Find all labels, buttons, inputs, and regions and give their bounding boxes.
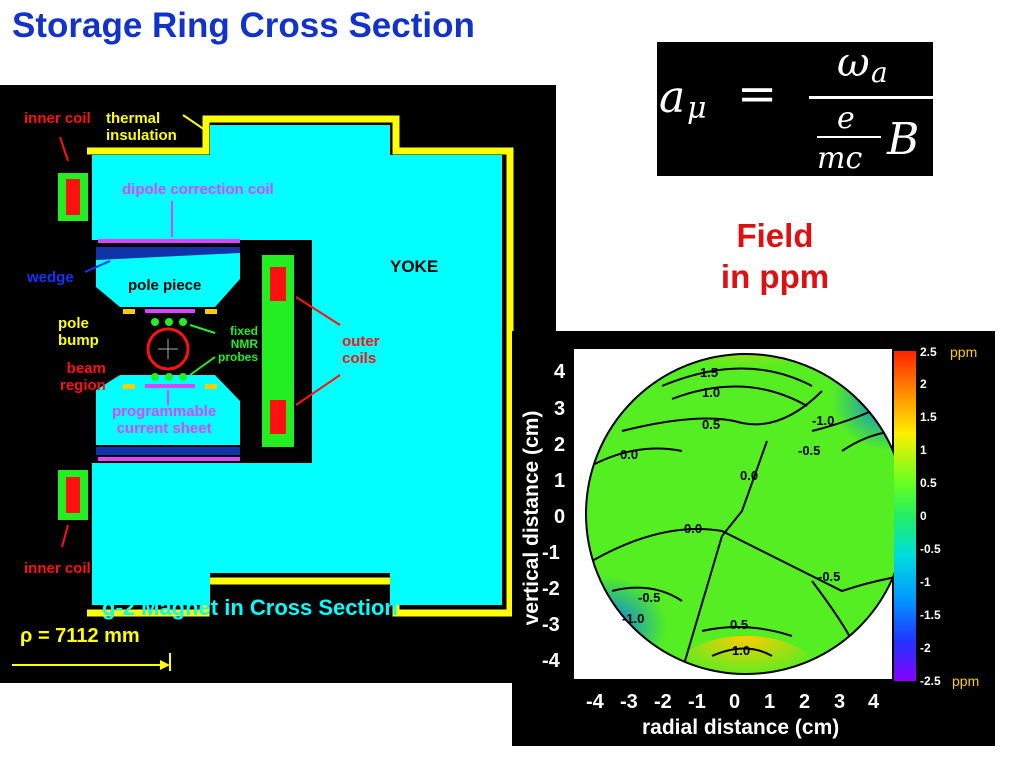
dipole-correction-coil-label: dipole correction coil xyxy=(122,181,274,198)
field-label: Field in ppm xyxy=(690,215,860,297)
x-tick: 2 xyxy=(799,691,811,713)
y-tick: -1 xyxy=(542,542,560,564)
lower-current-sheet xyxy=(145,384,195,388)
formula-den-mc: mc xyxy=(817,141,862,176)
pole-bump-ur xyxy=(205,309,217,314)
contour-label: 1.0 xyxy=(732,643,751,658)
field-map-plot: 1.5 1.0 0.5 -1.0 -0.5 0.0 0.0 0.0 -0.5 -… xyxy=(512,331,995,746)
colorbar-tick: -2 xyxy=(920,641,931,655)
contour-label: 0.0 xyxy=(740,468,759,483)
x-tick: -1 xyxy=(688,691,706,713)
contour-label: 0.0 xyxy=(684,521,703,536)
formula-numerator: ω xyxy=(837,42,870,86)
formula-den-B: B xyxy=(886,114,919,165)
field-circle xyxy=(586,354,906,674)
field-label-line1: Field xyxy=(736,217,814,254)
formula-den-e: e xyxy=(837,101,855,136)
beam-region-label: beam region xyxy=(60,360,106,394)
lower-pole-piece xyxy=(96,375,240,445)
colorbar-unit-bottom: ppm xyxy=(952,673,980,689)
contour-label: 0.5 xyxy=(730,617,749,632)
fixed-nmr-probes-label: fixed NMR probes xyxy=(218,324,259,364)
formula-panel: a μ = ω a e mc B xyxy=(657,42,933,176)
lower-wedge xyxy=(96,447,240,455)
colorbar-tick: 1.5 xyxy=(920,410,937,424)
colorbar-unit-top: ppm xyxy=(950,344,978,360)
pole-bump-label: pole bump xyxy=(58,315,99,349)
y-tick: 0 xyxy=(554,506,566,528)
lower-dipole-correction-coil xyxy=(98,457,240,461)
x-tick: 3 xyxy=(834,691,846,713)
colorbar-tick: -2.5 xyxy=(920,674,941,688)
pole-piece-label: pole piece xyxy=(128,277,202,294)
contour-label: -0.5 xyxy=(798,443,821,458)
y-tick: 4 xyxy=(554,361,566,383)
contour-label: -1.0 xyxy=(812,413,835,428)
formula-equals: = xyxy=(737,66,777,122)
pole-bump-lr xyxy=(205,384,217,389)
upper-wedge xyxy=(96,247,240,260)
colorbar-tick: 0 xyxy=(920,509,927,523)
y-axis-label: vertical distance (cm) xyxy=(520,410,543,626)
contour-label: -0.5 xyxy=(638,590,661,605)
y-tick: 1 xyxy=(554,470,566,492)
y-tick: 3 xyxy=(554,398,566,420)
formula-numerator-sub: a xyxy=(871,56,888,89)
colorbar-tick: -0.5 xyxy=(920,542,941,556)
pole-bump-ll xyxy=(123,384,135,389)
fraction-bar xyxy=(809,96,933,99)
contour-label: 1.5 xyxy=(700,365,719,380)
upper-dipole-correction-coil xyxy=(98,239,240,243)
field-label-line2: in ppm xyxy=(720,258,830,295)
rho-symbol: ρ xyxy=(20,625,33,647)
upper-current-sheet xyxy=(145,309,195,313)
contour-label: 1.0 xyxy=(702,385,721,400)
contour-label: 0.0 xyxy=(620,447,639,462)
y-tick: -4 xyxy=(542,650,560,672)
contour-label: -0.5 xyxy=(818,569,841,584)
yoke xyxy=(92,125,502,605)
rho-label: ρ = 7112 mm xyxy=(20,625,140,648)
contour-label: -1.0 xyxy=(622,611,645,626)
x-tick: -4 xyxy=(586,691,604,713)
contour-label: 0.5 xyxy=(702,417,721,432)
x-tick: 0 xyxy=(729,691,741,713)
formula-lhs: a xyxy=(659,72,685,123)
formula-lhs-sub: μ xyxy=(687,91,707,126)
yoke-label: YOKE xyxy=(390,257,439,276)
colorbar-tick: 0.5 xyxy=(920,476,937,490)
colorbar-tick: 2 xyxy=(920,377,927,391)
x-tick: 4 xyxy=(868,691,880,713)
wedge-label: wedge xyxy=(27,269,74,286)
colorbar xyxy=(894,351,916,681)
colorbar-tick: 1 xyxy=(920,443,927,457)
sub-fraction-bar xyxy=(817,136,881,138)
x-axis-label: radial distance (cm) xyxy=(642,716,840,739)
y-tick: 2 xyxy=(554,434,566,456)
colorbar-tick: 2.5 xyxy=(920,345,937,359)
x-tick: -3 xyxy=(620,691,638,713)
outer-coils-label: outer coils xyxy=(342,333,380,367)
programmable-current-sheet-label: programmable current sheet xyxy=(112,403,217,437)
magnet-caption: g-2 Magnet in Cross Section xyxy=(102,595,398,620)
upper-pole-piece xyxy=(96,253,240,307)
colorbar-tick: -1.5 xyxy=(920,608,941,622)
inner-coil-bottom-label: inner coil xyxy=(24,560,91,577)
magnet-cross-section: inner coil thermal insulation dipole cor… xyxy=(0,85,556,683)
x-tick: 1 xyxy=(764,691,776,713)
thermal-insulation-label: thermal insulation xyxy=(106,110,177,144)
inner-coil-top-label: inner coil xyxy=(24,110,91,127)
rho-value: = 7112 mm xyxy=(37,625,140,647)
page-title: Storage Ring Cross Section xyxy=(12,6,475,45)
y-tick: -2 xyxy=(542,578,560,600)
colorbar-tick: -1 xyxy=(920,575,931,589)
y-tick: -3 xyxy=(542,614,560,636)
pole-bump-ul xyxy=(123,309,135,314)
x-tick: -2 xyxy=(654,691,672,713)
beam-region-circle xyxy=(146,327,190,371)
